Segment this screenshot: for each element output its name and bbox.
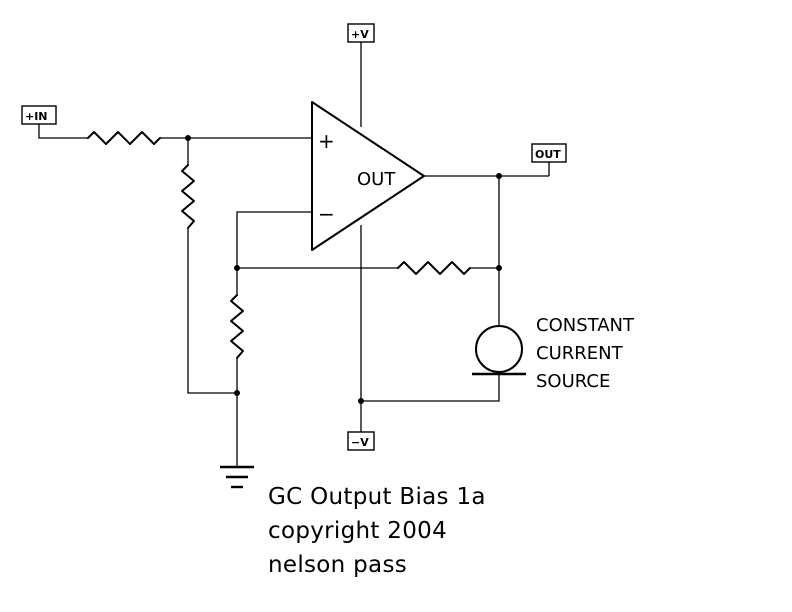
current-source-return-wire [361, 374, 500, 402]
opamp-triangle [311, 101, 425, 251]
author-line: nelson pass [268, 552, 408, 578]
input-resistor [87, 131, 161, 145]
minus-v-pin-box [347, 431, 375, 451]
plus-shunt-resistor [181, 164, 195, 229]
feedback-resistor [397, 261, 471, 275]
minus-v-pin-label: −V [351, 436, 369, 449]
input-wire [38, 124, 88, 139]
schematic-title: GC Output Bias 1a [268, 484, 486, 510]
current-source-label-line3: SOURCE [536, 371, 610, 392]
opamp-plus-sign: + [318, 129, 335, 153]
title-block: GC Output Bias 1a copyright 2004 nelson … [268, 480, 486, 582]
plus-in-pin-label: +IN [25, 110, 48, 123]
ground-icon [220, 465, 254, 489]
copyright-line: copyright 2004 [268, 518, 448, 544]
junction-minus-v [358, 398, 364, 404]
current-source-label-line2: CURRENT [536, 343, 624, 364]
minus-input-wire [236, 211, 312, 295]
current-source-label-line1: CONSTANT [536, 315, 635, 336]
ground-resistor [230, 294, 244, 359]
plus-v-pin-label: +V [351, 28, 369, 41]
out-pin-box [531, 143, 567, 163]
opamp-minus-sign: − [318, 202, 335, 226]
plus-shunt-wire-bottom [187, 228, 237, 394]
opamp-output-label: OUT [357, 169, 396, 190]
current-source-icon [475, 325, 523, 373]
out-pin-label: OUT [535, 148, 561, 161]
